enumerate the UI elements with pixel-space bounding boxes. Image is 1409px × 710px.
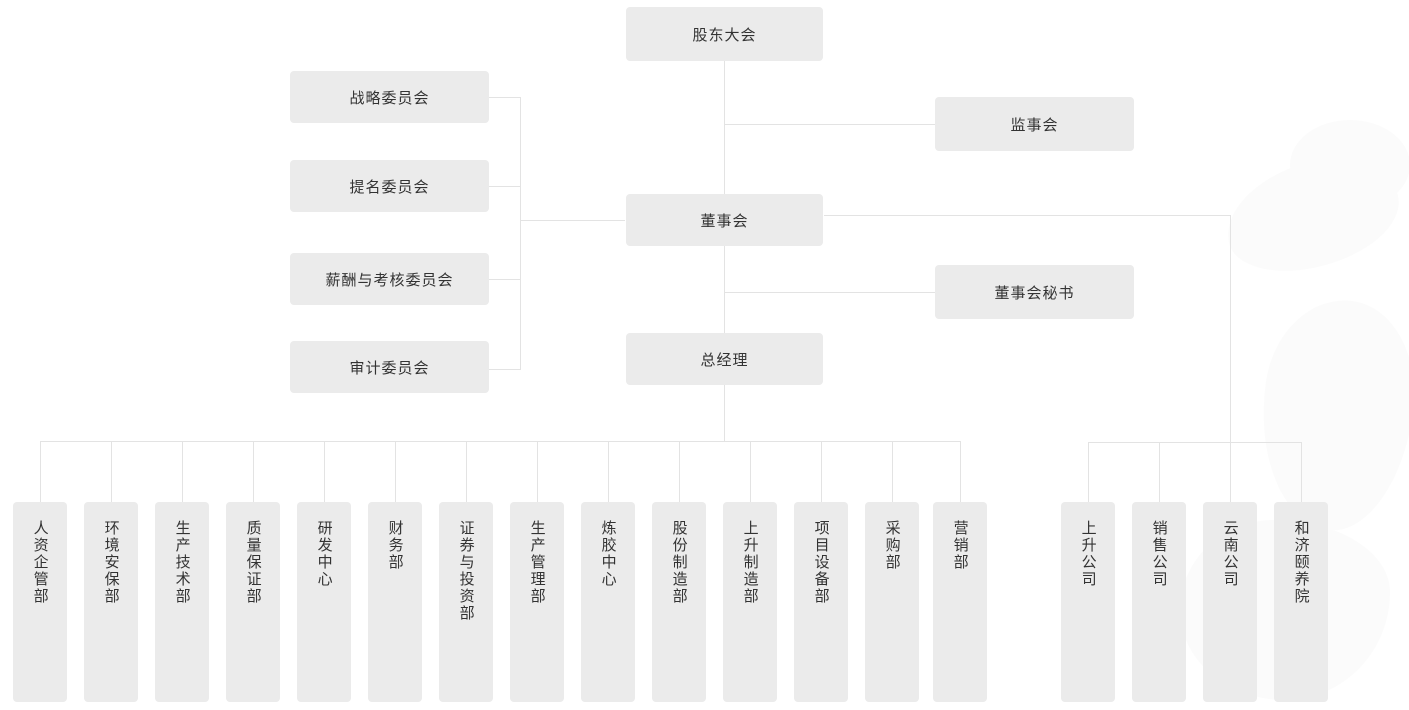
node-label: 监事会 [1010, 116, 1059, 134]
node-department-production-management[interactable]: 生产管理部 [510, 502, 564, 702]
node-department-environment-security[interactable]: 环境安保部 [84, 502, 138, 702]
connector-subsidiary-drop [1301, 442, 1302, 502]
node-subsidiary-heji-nursing-home[interactable]: 和济颐养院 [1274, 502, 1328, 702]
connector-department-drop [466, 441, 467, 502]
connector-department-drop [324, 441, 325, 502]
node-label: 生产技术部 [173, 520, 191, 605]
node-department-hr-enterprise-management[interactable]: 人资企管部 [13, 502, 67, 702]
connector-department-drop [892, 441, 893, 502]
node-department-finance[interactable]: 财务部 [368, 502, 422, 702]
node-department-procurement[interactable]: 采购部 [865, 502, 919, 702]
node-label: 董事会 [700, 212, 749, 230]
connector-board-branch-supervisory [724, 124, 935, 125]
node-department-quality-assurance[interactable]: 质量保证部 [226, 502, 280, 702]
connector-subsidiary-bus [1088, 442, 1301, 443]
node-shareholders-meeting[interactable]: 股东大会 [626, 7, 823, 61]
connector-department-drop [182, 441, 183, 502]
connector-department-drop [679, 441, 680, 502]
node-subsidiary-sales-company[interactable]: 销售公司 [1132, 502, 1186, 702]
node-supervisory-board[interactable]: 监事会 [935, 97, 1134, 151]
node-committee-audit[interactable]: 审计委员会 [290, 341, 489, 393]
node-label: 战略委员会 [349, 89, 430, 107]
connector-subsidiary-drop [1088, 442, 1089, 502]
node-subsidiary-shangsheng-company[interactable]: 上升公司 [1061, 502, 1115, 702]
node-label: 项目设备部 [812, 520, 830, 605]
node-label: 云南公司 [1221, 520, 1239, 588]
connector-committee-stub-4 [489, 369, 521, 370]
connector-committee-stub-2 [489, 186, 521, 187]
node-label: 营销部 [951, 520, 969, 571]
node-general-manager[interactable]: 总经理 [626, 333, 823, 385]
node-label: 财务部 [386, 520, 404, 571]
connector-subsidiary-branch-drop [1230, 215, 1231, 442]
node-label: 炼胶中心 [599, 520, 617, 588]
connector-department-drop [537, 441, 538, 502]
node-subsidiary-yunnan-company[interactable]: 云南公司 [1203, 502, 1257, 702]
node-department-marketing[interactable]: 营销部 [933, 502, 987, 702]
node-label: 销售公司 [1150, 520, 1168, 588]
node-label: 证券与投资部 [457, 520, 475, 622]
connector-department-drop [395, 441, 396, 502]
node-department-shangsheng-manufacturing[interactable]: 上升制造部 [723, 502, 777, 702]
connector-department-drop [111, 441, 112, 502]
connector-department-drop [750, 441, 751, 502]
background-watermark-shape [1215, 144, 1409, 285]
connector-department-drop [960, 441, 961, 502]
node-label: 质量保证部 [244, 520, 262, 605]
connector-board-to-gm [724, 246, 725, 333]
node-board-secretary[interactable]: 董事会秘书 [935, 265, 1134, 319]
node-label: 股东大会 [692, 26, 757, 44]
node-department-production-technology[interactable]: 生产技术部 [155, 502, 209, 702]
connector-department-drop [40, 441, 41, 502]
connector-department-bus [40, 441, 960, 442]
connector-department-drop [821, 441, 822, 502]
connector-committee-bus [520, 97, 521, 370]
connector-committee-stub-3 [489, 279, 521, 280]
node-label: 审计委员会 [349, 359, 430, 377]
connector-committee-stub-1 [489, 97, 521, 98]
node-label: 研发中心 [315, 520, 333, 588]
node-label: 提名委员会 [349, 178, 430, 196]
node-department-project-equipment[interactable]: 项目设备部 [794, 502, 848, 702]
node-label: 股份制造部 [670, 520, 688, 605]
node-label: 董事会秘书 [994, 284, 1075, 302]
node-committee-strategy[interactable]: 战略委员会 [290, 71, 489, 123]
node-label: 上升公司 [1079, 520, 1097, 588]
connector-gm-to-department-bus [724, 385, 725, 441]
node-label: 和济颐养院 [1292, 520, 1310, 605]
node-department-rubber-mixing-center[interactable]: 炼胶中心 [581, 502, 635, 702]
connector-branch-board-secretary [724, 292, 935, 293]
connector-department-drop [253, 441, 254, 502]
node-department-joint-stock-manufacturing[interactable]: 股份制造部 [652, 502, 706, 702]
node-department-securities-investment[interactable]: 证券与投资部 [439, 502, 493, 702]
connector-committee-bus-to-board [520, 220, 625, 221]
connector-shareholders-to-board [724, 61, 725, 195]
background-watermark-shape [1246, 290, 1409, 540]
background-watermark-shape [1290, 120, 1409, 210]
node-label: 生产管理部 [528, 520, 546, 605]
connector-board-to-subsidiary-branch [824, 215, 1231, 216]
connector-subsidiary-drop [1230, 442, 1231, 502]
connector-subsidiary-drop [1159, 442, 1160, 502]
node-label: 薪酬与考核委员会 [325, 271, 454, 289]
node-board-of-directors[interactable]: 董事会 [626, 194, 823, 246]
connector-department-drop [608, 441, 609, 502]
node-label: 总经理 [700, 351, 749, 369]
node-label: 环境安保部 [102, 520, 120, 605]
node-committee-remuneration-appraisal[interactable]: 薪酬与考核委员会 [290, 253, 489, 305]
node-committee-nomination[interactable]: 提名委员会 [290, 160, 489, 212]
node-label: 采购部 [883, 520, 901, 571]
node-department-rnd-center[interactable]: 研发中心 [297, 502, 351, 702]
node-label: 人资企管部 [31, 520, 49, 605]
node-label: 上升制造部 [741, 520, 759, 605]
